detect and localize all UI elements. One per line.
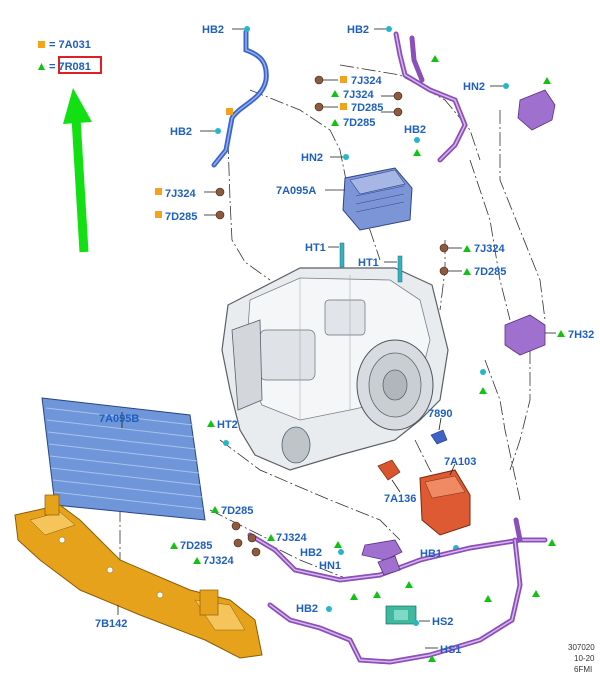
label-hb2: HB2 bbox=[202, 24, 224, 36]
transmission-housing bbox=[221, 267, 449, 471]
auxiliary-cooler-7a095b bbox=[41, 397, 206, 521]
part-7a136 bbox=[377, 459, 401, 493]
label-7j324: 7J324 bbox=[343, 89, 374, 101]
lower-clamps bbox=[170, 506, 275, 564]
legend-item-square-text: = 7A031 bbox=[49, 39, 91, 51]
label-7a103: 7A103 bbox=[444, 456, 476, 468]
document-reference: 307020 10-20 6FMI bbox=[568, 643, 595, 674]
label-7a095a: 7A095A bbox=[276, 185, 316, 197]
label-7d285: 7D285 bbox=[180, 540, 212, 552]
label-7d285: 7D285 bbox=[351, 102, 383, 114]
label-hn2: HN2 bbox=[463, 81, 485, 93]
left-clamps bbox=[155, 187, 225, 220]
label-ht2: HT2 bbox=[217, 419, 238, 431]
upper-cooler-hose-purple bbox=[374, 26, 509, 163]
label-hn1: HN1 bbox=[319, 560, 341, 572]
upper-clamps bbox=[314, 75, 403, 126]
upper-cooler-hose-blue bbox=[200, 26, 269, 168]
legend-highlight-box bbox=[58, 56, 102, 74]
callout-labels: HB2 HB2 HN2 7J324 7J324 7D285 7D285 HB2 … bbox=[95, 24, 594, 656]
label-hb2: HB2 bbox=[404, 124, 426, 136]
right-clamps bbox=[439, 243, 471, 276]
legend-item-triangle-text: = 7R081 bbox=[49, 61, 91, 73]
label-7890: 7890 bbox=[428, 408, 452, 420]
label-7d285: 7D285 bbox=[343, 117, 375, 129]
label-7j324: 7J324 bbox=[276, 532, 307, 544]
label-ht1: HT1 bbox=[358, 257, 379, 269]
legend: = 7A031 = 7R081 bbox=[38, 39, 102, 253]
right-bracket-7h32 bbox=[479, 314, 565, 394]
legend-triangle-icon bbox=[38, 63, 45, 70]
doc-ref-line: 6FMI bbox=[574, 665, 592, 674]
label-7d285: 7D285 bbox=[474, 266, 506, 278]
label-hs2: HS2 bbox=[432, 616, 453, 628]
label-7j324: 7J324 bbox=[165, 188, 196, 200]
label-7h32: 7H32 bbox=[568, 329, 594, 341]
label-7a095b: 7A095B bbox=[99, 413, 139, 425]
label-hn2: HN2 bbox=[301, 152, 323, 164]
label-hb2: HB2 bbox=[347, 24, 369, 36]
label-hb2: HB2 bbox=[300, 547, 322, 559]
module-7a103 bbox=[419, 463, 471, 536]
label-7a136: 7A136 bbox=[384, 493, 416, 505]
label-7b142: 7B142 bbox=[95, 618, 127, 630]
label-hb2: HB2 bbox=[170, 126, 192, 138]
label-ht1: HT1 bbox=[305, 242, 326, 254]
label-7d285: 7D285 bbox=[221, 505, 253, 517]
hn2-bracket-purple bbox=[517, 77, 556, 131]
legend-square-icon bbox=[38, 41, 45, 48]
label-7j324: 7J324 bbox=[351, 75, 382, 87]
support-bracket-7b142 bbox=[14, 494, 263, 659]
part-7890 bbox=[430, 417, 448, 445]
oil-cooler-7a095a bbox=[325, 154, 413, 231]
green-arrow-icon bbox=[63, 88, 92, 253]
label-hb1: HB1 bbox=[420, 548, 442, 560]
ht1-bolts bbox=[328, 242, 403, 283]
doc-ref-line: 10-20 bbox=[574, 654, 595, 663]
label-7d285: 7D285 bbox=[165, 211, 197, 223]
label-hs1: HS1 bbox=[440, 644, 461, 656]
label-7j324: 7J324 bbox=[203, 555, 234, 567]
ht2-fastener bbox=[207, 420, 229, 446]
lower-cooler-hoses-purple bbox=[247, 517, 556, 665]
label-hb2: HB2 bbox=[296, 603, 318, 615]
doc-ref-line: 307020 bbox=[568, 643, 595, 652]
label-7j324: 7J324 bbox=[474, 243, 505, 255]
assembly-centerlines bbox=[119, 64, 546, 600]
